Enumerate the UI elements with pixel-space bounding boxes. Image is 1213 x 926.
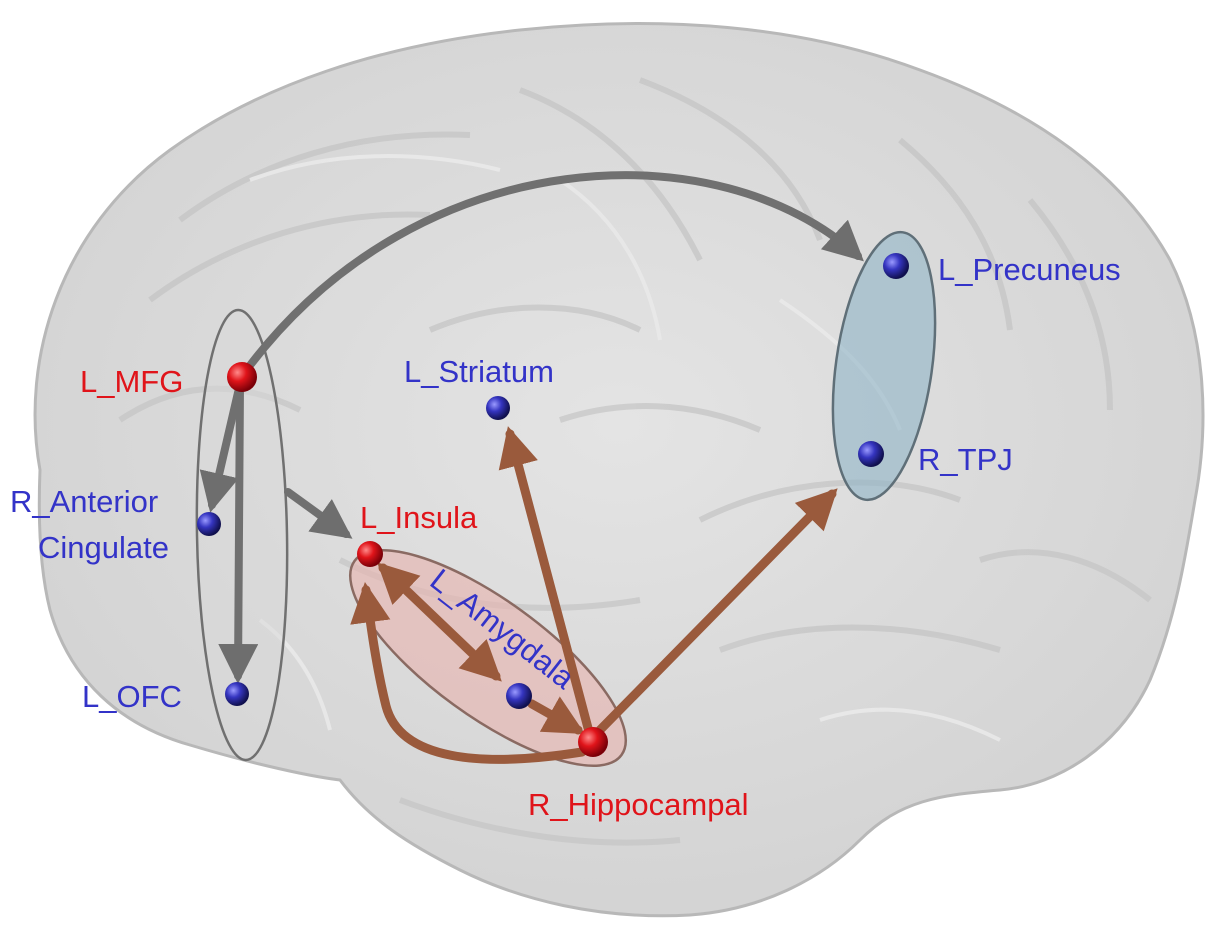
label-r-anterior-line1: R_Anterior [10, 484, 158, 519]
node-r-tpj [858, 441, 884, 467]
node-l-striatum [486, 396, 510, 420]
node-l-amygdala [506, 683, 532, 709]
node-l-mfg [227, 362, 257, 392]
node-r-hippocampal [578, 727, 608, 757]
node-l-precuneus [883, 253, 909, 279]
node-r-anterior-cingulate [197, 512, 221, 536]
label-r-anterior-line2: Cingulate [38, 530, 169, 565]
label-l-ofc: L_OFC [82, 679, 182, 714]
label-r-tpj: R_TPJ [918, 442, 1013, 477]
node-l-ofc [225, 682, 249, 706]
label-r-hippocampal: R_Hippocampal [528, 787, 749, 822]
node-l-insula [357, 541, 383, 567]
arrow-mfg-to-ofc [238, 384, 240, 676]
label-l-insula: L_Insula [360, 500, 478, 535]
label-l-precuneus: L_Precuneus [938, 252, 1121, 287]
label-l-mfg: L_MFG [80, 364, 183, 399]
label-l-striatum: L_Striatum [404, 354, 554, 389]
